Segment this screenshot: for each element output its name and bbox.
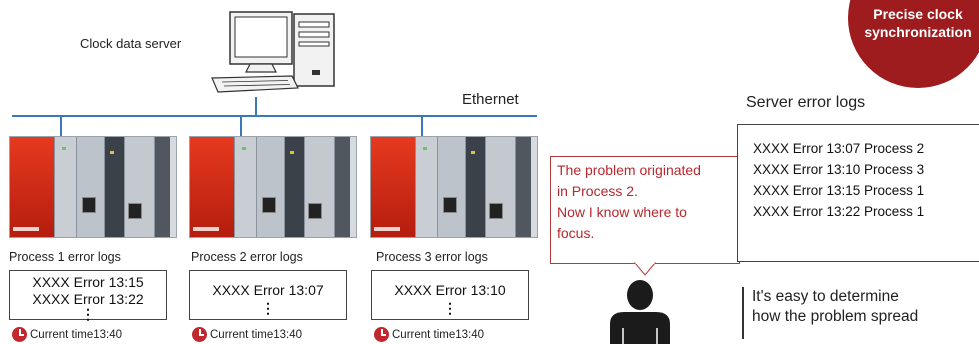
process-3-log-box: XXXX Error 13:10 ⋮	[371, 270, 529, 320]
process-1-log-box: XXXX Error 13:15 XXXX Error 13:22 ⋮	[9, 270, 167, 322]
plc-unit-1	[9, 136, 177, 238]
ethernet-drop-2	[240, 115, 242, 136]
server-label: Clock data server	[80, 36, 182, 51]
note-line-1: It's easy to determine	[752, 288, 899, 305]
server-logs-title: Server error logs	[746, 94, 866, 111]
note-line-2: how the problem spread	[752, 308, 919, 325]
process-2-time: Current time13:40	[192, 327, 302, 342]
process-1-time: Current time13:40	[12, 327, 122, 342]
clock-icon	[192, 327, 207, 342]
process-3-label: Process 3 error logs	[376, 250, 488, 264]
process-3-current-time: Current time13:40	[392, 328, 485, 341]
clock-icon	[374, 327, 389, 342]
process-1-log-entry: XXXX Error 13:22	[32, 291, 144, 307]
badge-line-2: synchronization	[864, 24, 972, 40]
sync-badge: Precise clock synchronization	[848, 0, 979, 88]
process-2-log-box: XXXX Error 13:07 ⋮	[189, 270, 347, 320]
process-1-label: Process 1 error logs	[9, 250, 121, 264]
ethernet-label: Ethernet	[462, 91, 519, 108]
process-2-log-ellipsis: ⋮	[261, 300, 275, 316]
badge-line-1: Precise clock	[873, 6, 963, 22]
callout-line: Now I know where to	[557, 204, 687, 220]
server-logs-box: XXXX Error 13:07 Process 2 XXXX Error 13…	[737, 124, 979, 262]
note-bar	[742, 287, 744, 339]
server-computer-icon	[211, 11, 335, 93]
callout-line: in Process 2.	[557, 183, 638, 199]
server-log-entry: XXXX Error 13:07 Process 2	[753, 141, 925, 156]
server-log-entry: XXXX Error 13:10 Process 3	[753, 162, 925, 177]
process-1-log-ellipsis: ⋮	[81, 306, 95, 322]
server-drop-line	[255, 97, 257, 115]
callout-line: The problem originated	[557, 162, 701, 178]
process-1-current-time: Current time13:40	[30, 328, 123, 341]
process-3-log-entry: XXXX Error 13:10	[394, 282, 506, 298]
ethernet-bus-line	[12, 115, 537, 117]
server-log-entry: XXXX Error 13:22 Process 1	[753, 204, 925, 219]
process-1-log-entry: XXXX Error 13:15	[32, 274, 144, 290]
insight-callout: The problem originated in Process 2. Now…	[550, 156, 740, 264]
clock-icon	[12, 327, 27, 342]
process-2-log-entry: XXXX Error 13:07	[212, 282, 324, 298]
server-log-entry: XXXX Error 13:15 Process 1	[753, 183, 925, 198]
process-3-time: Current time13:40	[374, 327, 484, 342]
summary-note: It's easy to determine how the problem s…	[752, 287, 918, 327]
ethernet-drop-3	[421, 115, 423, 136]
plc-unit-2	[189, 136, 357, 238]
callout-tail-icon	[634, 262, 656, 276]
process-3-log-ellipsis: ⋮	[443, 300, 457, 316]
process-2-label: Process 2 error logs	[191, 250, 303, 264]
process-2-current-time: Current time13:40	[210, 328, 303, 341]
plc-unit-3	[370, 136, 538, 238]
ethernet-drop-1	[60, 115, 62, 136]
callout-line: focus.	[557, 225, 595, 241]
person-icon	[610, 280, 670, 344]
